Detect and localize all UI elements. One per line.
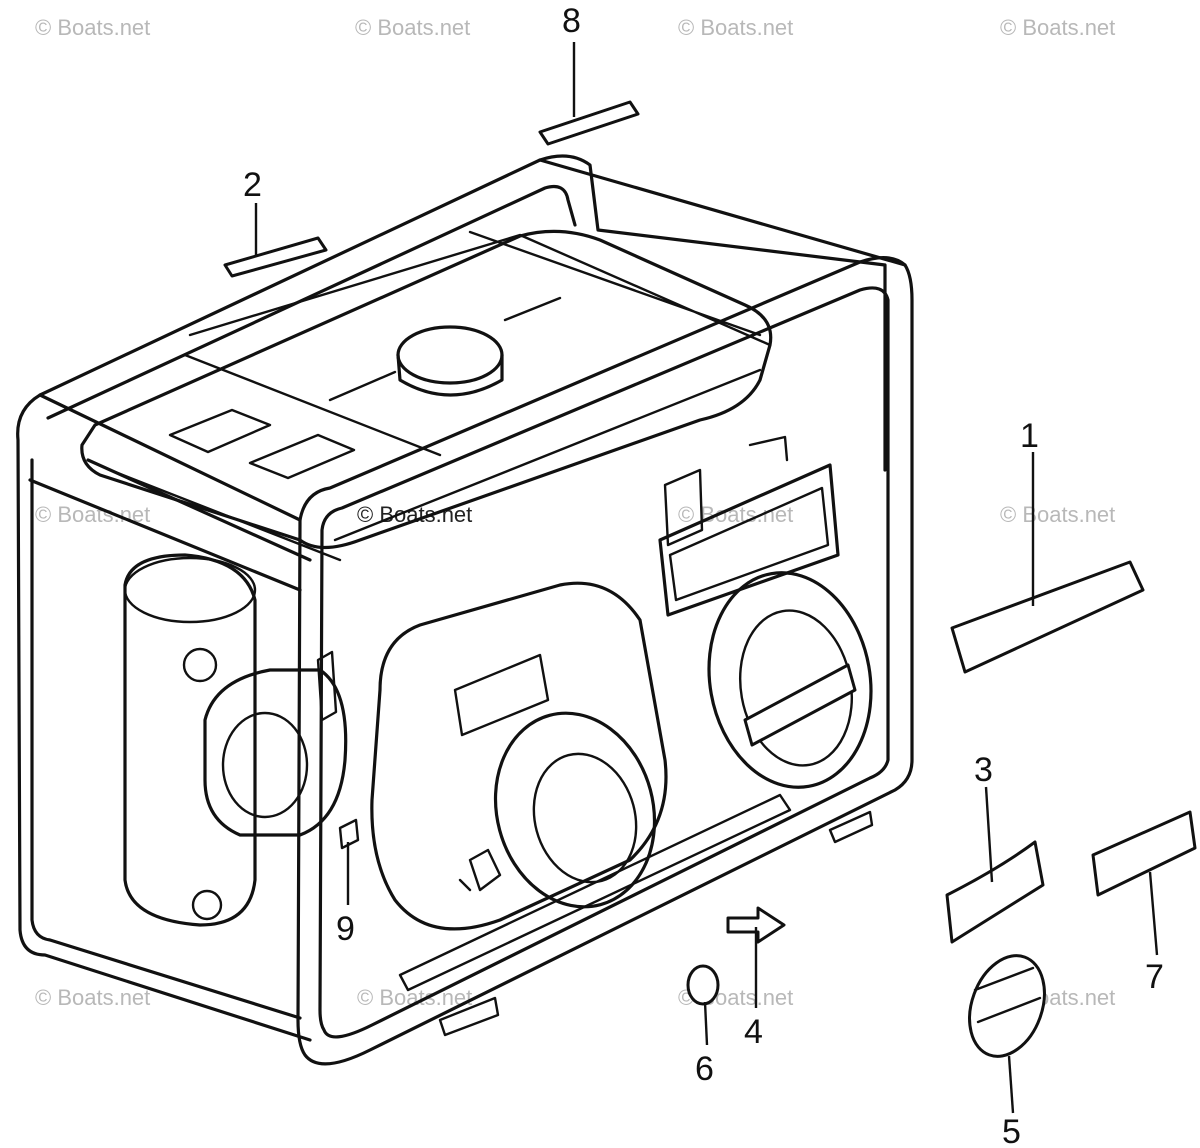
muffler	[123, 553, 257, 927]
callout-5[interactable]: 5	[1002, 1113, 1021, 1148]
fuel-tank-seam	[108, 368, 762, 562]
fuel-cap	[396, 325, 504, 385]
base-skid	[398, 793, 792, 992]
front-frame	[296, 256, 914, 1066]
watermark: © Boats.net	[355, 15, 470, 40]
engine-housing-panel	[453, 653, 550, 737]
decal-8	[538, 100, 640, 146]
leader-7	[1148, 871, 1159, 956]
decal-3	[945, 840, 1045, 944]
base-foot	[438, 810, 874, 1037]
air-cleaner	[203, 668, 348, 837]
callout-3[interactable]: 3	[974, 751, 993, 789]
muffler-cap	[123, 556, 257, 624]
leader-lines	[254, 42, 1159, 1114]
fuel-tank	[80, 229, 773, 550]
recoil-handle-plate	[743, 663, 857, 747]
leader-5	[1007, 1055, 1015, 1114]
leader-6	[703, 1001, 709, 1046]
callout-9[interactable]: 9	[336, 910, 355, 948]
pump-illustration	[16, 154, 914, 1066]
callout-8[interactable]: 8	[562, 2, 581, 40]
frame-bracket	[316, 650, 338, 722]
tank-panel	[168, 296, 562, 480]
control-box	[658, 463, 840, 617]
callout-7[interactable]: 7	[1145, 958, 1164, 996]
pump-volute	[493, 711, 657, 909]
air-cleaner-cover	[221, 711, 309, 819]
decal-2	[223, 236, 328, 278]
fuel-cap-side	[396, 353, 504, 397]
decal-5-stripes	[973, 966, 1042, 1024]
watermark-layer: © Boats.net © Boats.net © Boats.net © Bo…	[35, 15, 1115, 1010]
decal-7	[1091, 810, 1197, 897]
rear-frame-inner	[30, 184, 577, 1020]
decal-parts	[223, 100, 1197, 1058]
control-box-inner	[668, 486, 830, 602]
decal-1	[950, 560, 1145, 674]
watermark: © Boats.net	[35, 15, 150, 40]
watermark: © Boats.net	[357, 985, 472, 1010]
watermark: © Boats.net	[35, 985, 150, 1010]
callout-labels: 8 2 1 3 7 4 6 5 9	[243, 2, 1164, 1148]
callout-1[interactable]: 1	[1020, 417, 1039, 455]
watermark: © Boats.net	[1000, 15, 1115, 40]
top-rail	[28, 158, 907, 592]
decal-5	[968, 954, 1046, 1058]
pump-outlet	[532, 752, 638, 884]
callout-2[interactable]: 2	[243, 166, 262, 204]
callout-4[interactable]: 4	[744, 1013, 763, 1051]
callout-6[interactable]: 6	[695, 1050, 714, 1088]
muffler-bolt	[182, 647, 218, 683]
recoil-starter	[707, 571, 873, 789]
front-frame-inner	[318, 286, 890, 1039]
watermark: © Boats.net	[678, 15, 793, 40]
decal-4-arrow	[726, 906, 786, 944]
engine-housing	[370, 581, 668, 931]
panel-bracket	[663, 435, 789, 547]
muffler-bolt	[191, 889, 223, 921]
decal-6	[686, 964, 720, 1006]
drain-plug	[458, 848, 502, 892]
rear-frame	[16, 154, 887, 1042]
small-decal-9	[338, 818, 360, 850]
watermark: © Boats.net	[1000, 502, 1115, 527]
leader-3	[984, 786, 994, 883]
